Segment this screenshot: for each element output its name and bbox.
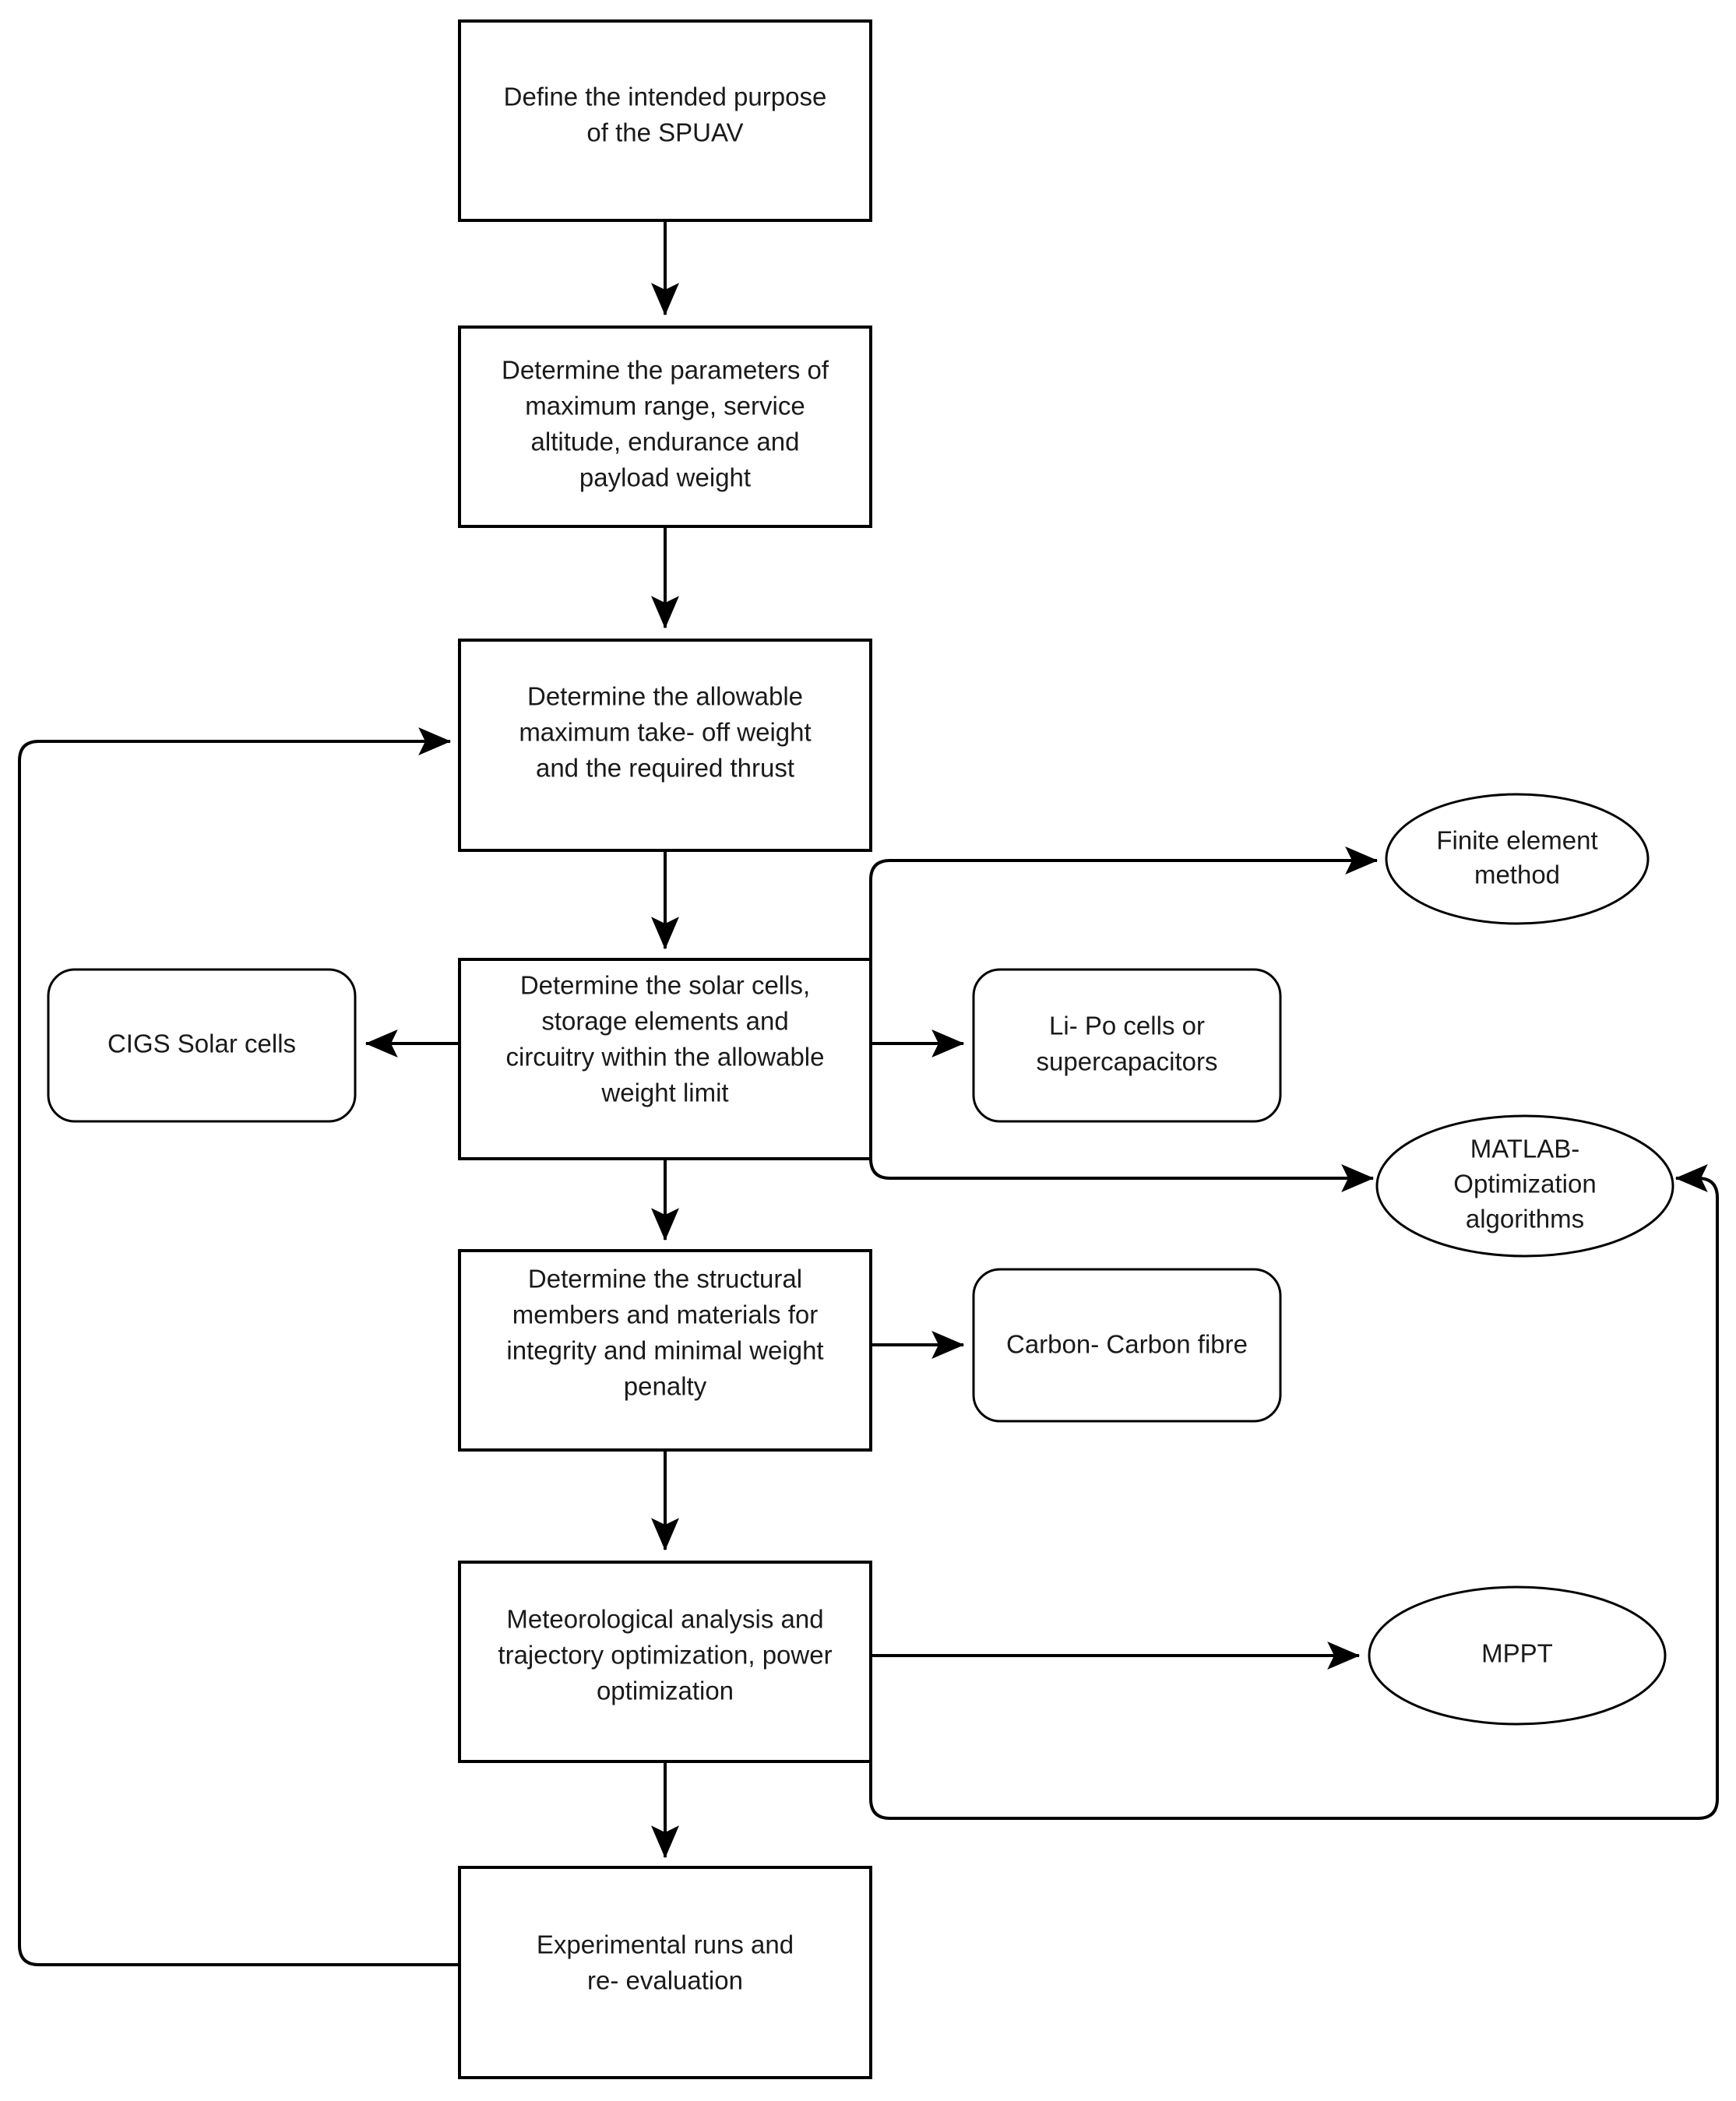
- finite-element-line-2: method: [1474, 860, 1560, 889]
- experimental-runs-line-2: re- evaluation: [587, 1966, 743, 1995]
- determine-parameters-line-4: payload weight: [579, 463, 751, 492]
- node-determine-structural-members[interactable]: Determine the structural members and mat…: [458, 1249, 872, 1452]
- edge-experimental-feedback-to-weight: [18, 727, 460, 1966]
- determine-structural-line-2: members and materials for: [512, 1300, 818, 1329]
- node-carbon-carbon-fibre[interactable]: Carbon- Carbon fibre: [972, 1268, 1282, 1423]
- lipo-cells-line-1: Li- Po cells or: [1049, 1012, 1205, 1040]
- node-mppt[interactable]: MPPT: [1368, 1585, 1667, 1726]
- experimental-runs-line-1: Experimental runs and: [537, 1930, 794, 1959]
- define-purpose-line-2: of the SPUAV: [586, 118, 743, 147]
- mppt-label: MPPT: [1481, 1639, 1553, 1668]
- determine-parameters-line-2: maximum range, service: [525, 392, 805, 421]
- determine-structural-line-1: Determine the structural: [528, 1265, 802, 1293]
- cigs-solar-cells-label: CIGS Solar cells: [107, 1029, 296, 1058]
- meteorological-analysis-box[interactable]: [458, 1561, 872, 1763]
- define-purpose-box[interactable]: [458, 19, 872, 222]
- edge-layer: [18, 220, 1719, 1966]
- node-determine-parameters[interactable]: Determine the parameters of maximum rang…: [458, 326, 872, 528]
- determine-solar-cells-line-4: weight limit: [600, 1079, 728, 1107]
- determine-weight-thrust-line-2: maximum take- off weight: [519, 718, 811, 747]
- finite-element-line-1: Finite element: [1436, 826, 1597, 855]
- determine-parameters-box[interactable]: [458, 326, 872, 528]
- lipo-cells-line-2: supercapacitors: [1037, 1047, 1218, 1076]
- node-experimental-runs[interactable]: Experimental runs and re- evaluation: [458, 1866, 872, 2079]
- node-determine-weight-thrust[interactable]: Determine the allowable maximum take- of…: [458, 639, 872, 852]
- meteorological-line-2: trajectory optimization, power: [498, 1641, 832, 1670]
- cigs-solar-cells-box[interactable]: [47, 968, 357, 1123]
- node-lipo-cells[interactable]: Li- Po cells or supercapacitors: [972, 968, 1282, 1123]
- determine-structural-line-4: penalty: [624, 1372, 707, 1401]
- node-meteorological-analysis[interactable]: Meteorological analysis and trajectory o…: [458, 1561, 872, 1763]
- determine-parameters-line-1: Determine the parameters of: [502, 356, 829, 385]
- determine-parameters-line-3: altitude, endurance and: [531, 428, 800, 456]
- matlab-optimization-line-1: MATLAB-: [1470, 1135, 1580, 1163]
- node-cigs-solar-cells[interactable]: CIGS Solar cells: [47, 968, 357, 1123]
- determine-weight-thrust-box[interactable]: [458, 639, 872, 852]
- determine-solar-cells-box[interactable]: [458, 958, 872, 1160]
- matlab-optimization-ellipse[interactable]: [1375, 1114, 1674, 1258]
- matlab-optimization-line-3: algorithms: [1466, 1205, 1584, 1234]
- node-define-purpose[interactable]: Define the intended purpose of the SPUAV: [458, 19, 872, 222]
- carbon-carbon-fibre-label: Carbon- Carbon fibre: [1006, 1330, 1248, 1359]
- determine-weight-thrust-line-1: Determine the allowable: [527, 682, 803, 711]
- define-purpose-line-1: Define the intended purpose: [504, 83, 827, 111]
- finite-element-method-ellipse[interactable]: [1385, 793, 1650, 925]
- matlab-optimization-line-2: Optimization: [1453, 1170, 1596, 1198]
- determine-solar-cells-line-1: Determine the solar cells,: [520, 971, 810, 1000]
- determine-weight-thrust-line-3: and the required thrust: [536, 754, 794, 783]
- lipo-cells-box[interactable]: [972, 968, 1282, 1123]
- determine-structural-members-box[interactable]: [458, 1249, 872, 1452]
- edge-meteorological-feedback-to-matlab: [869, 1164, 1719, 1820]
- edge-solarcells-to-finite-element: [869, 846, 1379, 1043]
- meteorological-line-3: optimization: [597, 1677, 734, 1705]
- determine-solar-cells-line-2: storage elements and: [541, 1007, 788, 1036]
- determine-solar-cells-line-3: circuitry within the allowable: [505, 1043, 824, 1072]
- node-matlab-optimization-algorithms[interactable]: MATLAB- Optimization algorithms: [1375, 1114, 1674, 1258]
- node-determine-solar-cells[interactable]: Determine the solar cells, storage eleme…: [458, 958, 872, 1160]
- mppt-ellipse[interactable]: [1368, 1585, 1667, 1726]
- carbon-carbon-fibre-box[interactable]: [972, 1268, 1282, 1423]
- determine-structural-line-3: integrity and minimal weight: [506, 1336, 823, 1365]
- meteorological-line-1: Meteorological analysis and: [506, 1605, 823, 1634]
- experimental-runs-box[interactable]: [458, 1866, 872, 2079]
- node-finite-element-method[interactable]: Finite element method: [1385, 793, 1650, 925]
